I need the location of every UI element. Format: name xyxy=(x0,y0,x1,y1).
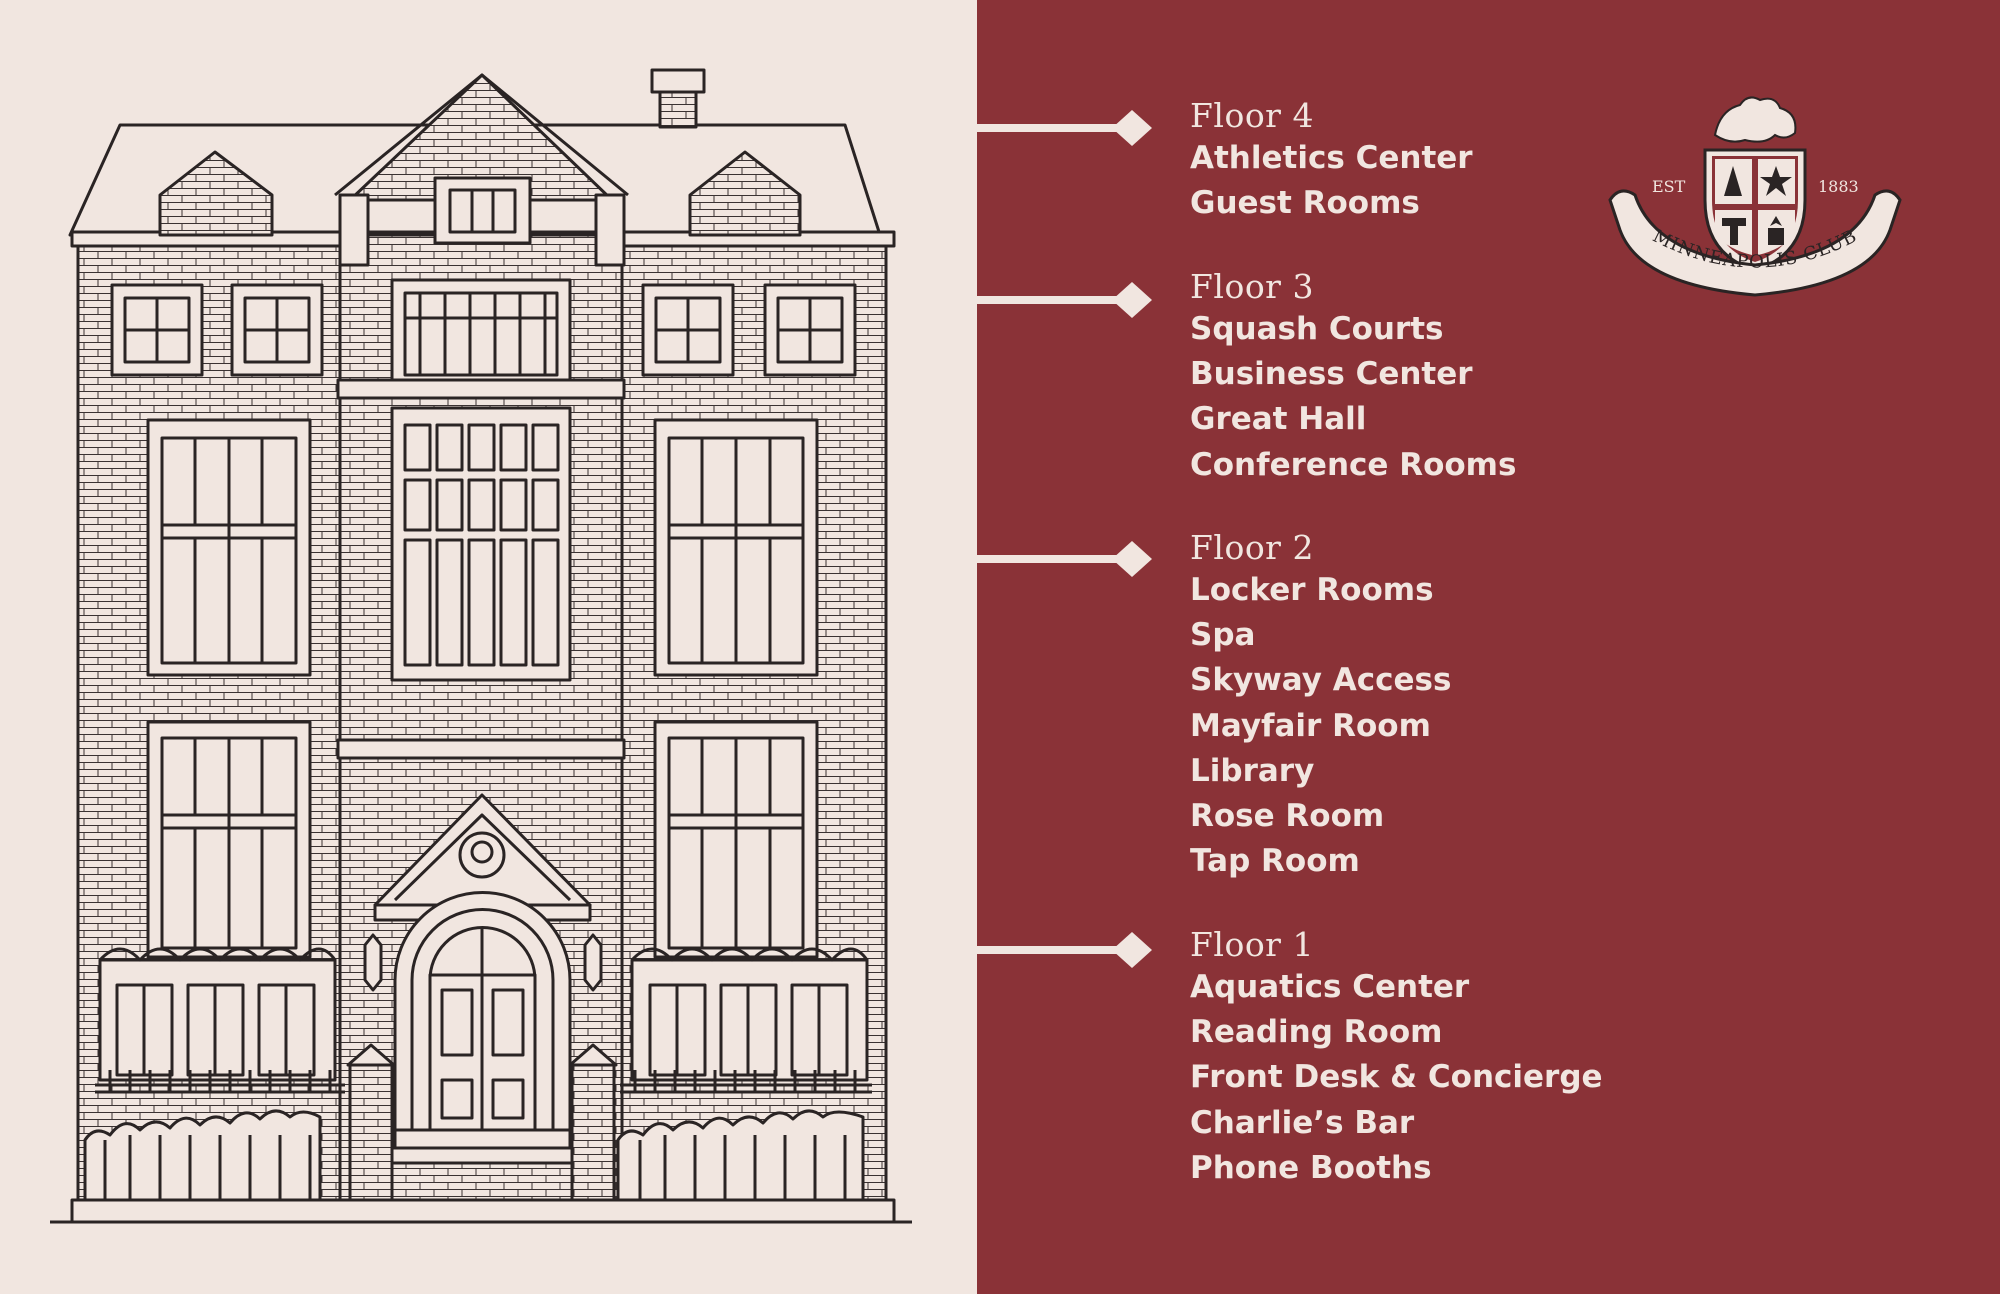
floor-1-diamond-icon xyxy=(1112,932,1152,968)
floor-heading: Floor 4 xyxy=(1190,96,1314,135)
floor-item: Mayfair Room xyxy=(1190,707,1431,744)
floor-item: Rose Room xyxy=(1190,798,1385,835)
floor-item: Great Hall xyxy=(1190,401,1367,438)
floor-2-block: Floor 2 Locker Rooms Spa Skyway Access M… xyxy=(1190,528,1451,884)
floor-item: Aquatics Center xyxy=(1190,969,1470,1005)
floor-item: Athletics Center xyxy=(1190,140,1473,176)
crest-year-text: 1883 xyxy=(1818,177,1859,196)
floor-item: Business Center xyxy=(1190,356,1473,393)
floor-3-diamond-icon xyxy=(1112,282,1152,318)
floor-item: Front Desk & Concierge xyxy=(1190,1059,1603,1096)
building-illustration xyxy=(50,68,912,1224)
floor-item: Skyway Access xyxy=(1190,662,1452,699)
star-icon xyxy=(1760,166,1792,196)
floor-item: Squash Courts xyxy=(1190,311,1444,347)
floor-connectors xyxy=(977,110,1152,968)
pine-tree-icon xyxy=(1724,166,1742,196)
floor-item: Conference Rooms xyxy=(1190,446,1517,483)
floor-1-block: Floor 1 Aquatics Center Reading Room Fro… xyxy=(1190,925,1603,1191)
floor-heading: Floor 1 xyxy=(1190,925,1314,964)
floor-heading: Floor 2 xyxy=(1190,528,1314,567)
floor-2-diamond-icon xyxy=(1112,541,1152,577)
floor-item: Charlie’s Bar xyxy=(1190,1104,1415,1141)
crest-est-text: EST xyxy=(1652,177,1686,196)
directory-panel xyxy=(977,0,2000,1294)
wheat-sheaf-icon xyxy=(1768,216,1784,245)
lion-icon xyxy=(1713,96,1797,143)
floor-heading: Floor 3 xyxy=(1190,267,1314,306)
t-letter-icon xyxy=(1722,218,1746,245)
club-crest-logo: EST 1883 MINNEAPOLIS CLUB xyxy=(1608,96,1902,297)
floor-4-diamond-icon xyxy=(1112,110,1152,146)
floor-item: Spa xyxy=(1190,617,1256,654)
floor-item: Reading Room xyxy=(1190,1014,1443,1051)
floor-4-block: Floor 4 Athletics Center Guest Rooms xyxy=(1190,96,1473,226)
floor-item: Guest Rooms xyxy=(1190,185,1420,222)
crest-banner xyxy=(1608,189,1902,297)
floor-item: Tap Room xyxy=(1190,843,1360,880)
floor-item: Locker Rooms xyxy=(1190,572,1434,608)
floor-item: Library xyxy=(1190,752,1315,789)
floor-item: Phone Booths xyxy=(1190,1149,1432,1186)
floor-3-block: Floor 3 Squash Courts Business Center Gr… xyxy=(1190,267,1516,488)
